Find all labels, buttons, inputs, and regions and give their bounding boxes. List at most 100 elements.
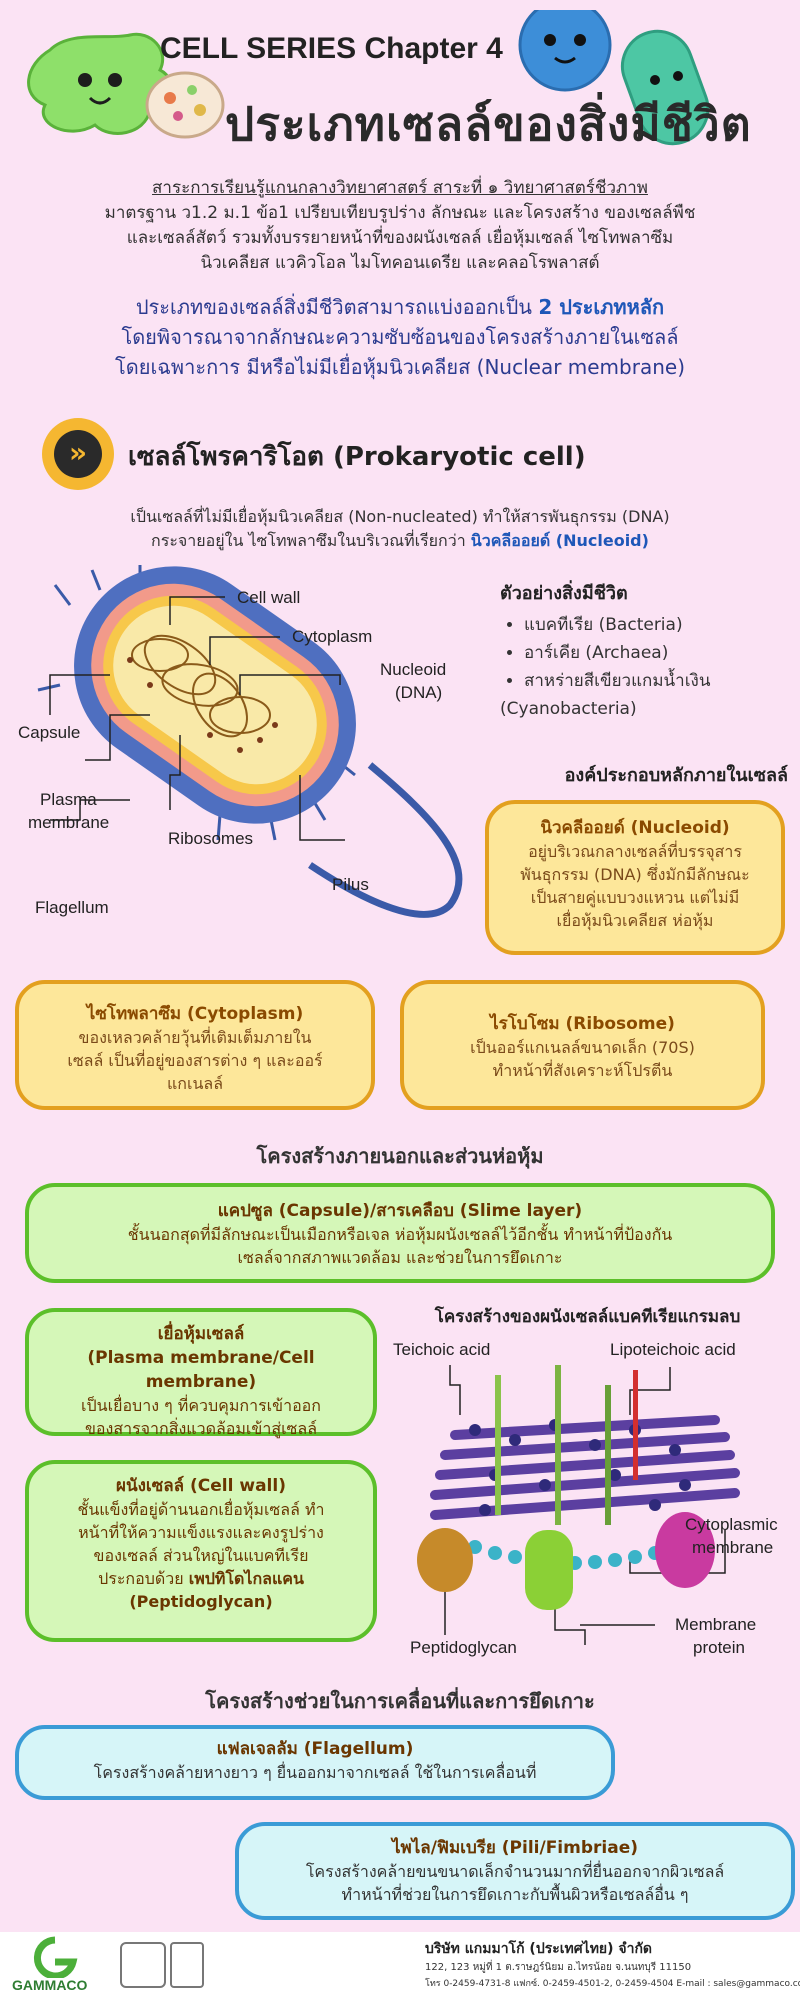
cell-wall-card: ผนังเซลล์ (Cell wall) ชั้นแข็งที่อยู่ด้า… <box>25 1460 377 1642</box>
gammaco-logo-icon <box>33 1936 78 1978</box>
examples-list: แบคทีเรีย (Bacteria) อาร์เคีย (Archaea) … <box>500 611 790 695</box>
plasma-membrane-card-subtitle: (Plasma membrane/Cell membrane) <box>87 1348 315 1392</box>
capsule-card-line: ชั้นนอกสุดที่มีลักษณะเป็นเมือกหรือเจล ห่… <box>127 1225 673 1244</box>
flagellum-card-title: แฟลเจลลัม (Flagellum) <box>216 1739 414 1759</box>
company-name: บริษัท แกมมาโก้ (ประเทศไทย) จำกัด <box>425 1941 653 1957</box>
ribosome-card-line: เป็นออร์แกเนลล์ขนาดเล็ก (70S) <box>470 1038 695 1057</box>
prokaryotic-cell-diagram: Cell wall Cytoplasm Nucleoid (DNA) Capsu… <box>18 565 463 918</box>
teal-bacterium-illustration <box>620 29 710 146</box>
membrane-protein-green <box>525 1530 573 1610</box>
prokaryote-title: เซลล์โพรคาริโอต (Prokaryotic cell) <box>128 442 586 472</box>
nucleoid-card-line: อยู่บริเวณกลางเซลล์ที่บรรจุสาร <box>528 842 742 861</box>
cytoplasm-card-line: ของเหลวคล้ายวุ้นที่เติมเต็มภายใน <box>78 1028 312 1047</box>
certification-badge-1 <box>120 1942 166 1988</box>
nucleoid-highlight: นิวคลีออยด์ (Nucleoid) <box>470 531 649 550</box>
prokaryote-desc-line-1: เป็นเซลล์ที่ไม่มีเยื่อหุ้มนิวเคลียส (Non… <box>130 507 670 526</box>
flagellum-label: Flagellum <box>35 898 109 917</box>
lead-line-1: ประเภทของเซลล์สิ่งมีชีวิตสามารถแบ่งออกเป… <box>135 295 532 319</box>
teichoic-acid-strand <box>555 1365 561 1525</box>
curriculum-intro: สาระการเรียนรู้แกนกลางวิทยาศาสตร์ สาระที… <box>40 176 760 276</box>
plasma-membrane-card-line: เป็นเยื่อบาง ๆ ที่ควบคุมการเข้าออก <box>81 1396 321 1415</box>
motion-structures-heading: โครงสร้างช่วยในการเคลื่อนที่และการยึดเกา… <box>205 1689 595 1713</box>
footer: GAMMACO บริษัท แกมมาโก้ (ประเทศไทย) จำกั… <box>0 1932 800 2000</box>
nucleoid-card: นิวคลีออยด์ (Nucleoid) อยู่บริเวณกลางเซล… <box>485 800 785 955</box>
cell-wall-label: Cell wall <box>237 588 300 607</box>
certification-badge-2 <box>170 1942 204 1988</box>
plasma-membrane-card-title: เยื่อหุ้มเซลล์ <box>157 1324 245 1344</box>
ribosome-card-title: ไรโบโซม (Ribosome) <box>490 1014 675 1034</box>
nucleoid-label: Nucleoid <box>380 660 446 679</box>
capsule-card-title: แคปซูล (Capsule)/สารเคลือบ (Slime layer) <box>217 1201 583 1221</box>
teichoic-acid-strand <box>605 1385 611 1525</box>
cell-wall-card-line: ประกอบด้วย <box>98 1569 184 1588</box>
peptidoglycan-english: (Peptidoglycan) <box>129 1592 273 1611</box>
membrane-label: membrane <box>28 813 109 832</box>
peptidoglycan-highlight: เพปทิโดไกลแคน <box>188 1569 304 1588</box>
example-item: อาร์เคีย (Archaea) <box>524 639 790 667</box>
components-title: องค์ประกอบหลักภายในเซลล์ <box>564 765 788 786</box>
pili-card-line: ทำหน้าที่ช่วยในการยึดเกาะกับพื้นผิวหรือเ… <box>341 1885 689 1904</box>
pilus-label: Pilus <box>332 875 369 894</box>
cytoplasmic-membrane-label: membrane <box>692 1538 773 1557</box>
capsule-card-line: เซลล์จากสภาพแวดล้อม และช่วยในการยึดเกาะ <box>237 1248 563 1267</box>
section-badge: » <box>42 418 114 490</box>
peptidoglycan-strands <box>430 1415 740 1520</box>
cytoplasm-card-title: ไซโทพลาซึม (Cytoplasm) <box>86 1004 304 1024</box>
membrane-protein-magenta <box>655 1512 715 1588</box>
petri-dish-illustration <box>145 71 225 139</box>
flagellum-shape <box>308 762 463 918</box>
ribosome-card: ไรโบโซม (Ribosome) เป็นออร์แกเนลล์ขนาดเล… <box>400 980 765 1110</box>
leader-lines <box>49 596 345 841</box>
gram-negative-wall-diagram: Teichoic acid Lipoteichoic acid Cytoplas… <box>393 1340 778 1657</box>
curriculum-line-3: และเซลล์สัตว์ รวมทั้งบรรยายหน้าที่ของผนั… <box>126 228 674 248</box>
example-item: แบคทีเรีย (Bacteria) <box>524 611 790 639</box>
flagellum-card-line: โครงสร้างคล้ายหางยาว ๆ ยื่นออกมาจากเซลล์… <box>93 1763 537 1782</box>
ribosome-dots <box>127 657 278 753</box>
blue-microbe-illustration <box>518 10 612 92</box>
cytoplasm-card-line: เซลล์ เป็นที่อยู่ของสารต่าง ๆ และออร์ <box>67 1051 323 1070</box>
series-label: CELL SERIES Chapter 4 <box>160 32 503 65</box>
curriculum-standard: มาตรฐาน ว1.2 ม.1 ข้อ1 เปรียบเทียบรูปร่าง… <box>104 203 696 223</box>
peptidoglycan-label: Peptidoglycan <box>410 1638 517 1657</box>
lead-line-3: โดยเฉพาะการ มีหรือไม่มีเยื่อหุ้มนิวเคลีย… <box>115 355 685 379</box>
cell-wall-card-line: ของเซลล์ ส่วนใหญ่ในแบคทีเรีย <box>93 1546 309 1565</box>
outer-structures-heading: โครงสร้างภายนอกและส่วนห่อหุ้ม <box>256 1144 544 1168</box>
examples-panel: ตัวอย่างสิ่งมีชีวิต แบคทีเรีย (Bacteria)… <box>500 578 790 723</box>
curriculum-strand: สาระการเรียนรู้แกนกลางวิทยาศาสตร์ สาระที… <box>152 178 648 198</box>
ribosomes-label: Ribosomes <box>168 829 253 848</box>
cytoplasm-label: Cytoplasm <box>292 627 372 646</box>
lead-line-2: โดยพิจารณาจากลักษณะความซับซ้อนของโครงสร้… <box>121 325 679 349</box>
nucleoid-card-line: เป็นสายคู่แบบวงแหวน แต่ไม่มี <box>530 888 740 907</box>
lipoteichoic-acid-label: Lipoteichoic acid <box>610 1340 736 1359</box>
gram-wall-title: โครงสร้างของผนังเซลล์แบคทีเรียแกรมลบ <box>434 1307 741 1327</box>
gammaco-logo-text: GAMMACO <box>12 1977 88 1993</box>
nucleoid-card-line: เยื่อหุ้มนิวเคลียส ห่อหุ้ม <box>556 911 714 930</box>
membrane-protein-label: Membrane <box>675 1615 756 1634</box>
cytoplasmic-label: Cytoplasmic <box>685 1515 778 1534</box>
cell-wall-card-title: ผนังเซลล์ (Cell wall) <box>116 1476 286 1496</box>
plasma-membrane-card: เยื่อหุ้มเซลล์ (Plasma membrane/Cell mem… <box>25 1308 377 1438</box>
cytoplasm-card: ไซโทพลาซึม (Cytoplasm) ของเหลวคล้ายวุ้นท… <box>15 980 375 1110</box>
lipoteichoic-acid-strand <box>633 1370 638 1480</box>
teichoic-acid-strand <box>495 1375 501 1515</box>
example-item: สาหร่ายสีเขียวแกมน้ำเงิน <box>524 667 790 695</box>
teichoic-acid-label: Teichoic acid <box>393 1340 490 1359</box>
cytoplasm-shape <box>113 605 317 785</box>
header-decoration <box>27 10 710 146</box>
lead-paragraph: ประเภทของเซลล์สิ่งมีชีวิตสามารถแบ่งออกเป… <box>30 292 770 382</box>
page-title: ประเภทเซลล์ของสิ่งมีชีวิต <box>225 97 752 151</box>
dna-label: (DNA) <box>395 683 442 702</box>
prokaryote-description: เป็นเซลล์ที่ไม่มีเยื่อหุ้มนิวเคลียส (Non… <box>40 505 760 553</box>
flagellum-card: แฟลเจลลัม (Flagellum) โครงสร้างคล้ายหางย… <box>15 1725 615 1800</box>
prokaryote-desc-line-2: กระจายอยู่ใน ไซโทพลาซึมในบริเวณที่เรียกว… <box>151 531 466 550</box>
company-contact: โทร 0-2459-4731-8 แฟกซ์. 0-2459-4501-2, … <box>425 1979 800 1989</box>
plasma-membrane-card-line: ของสารจากสิ่งแวดล้อมเข้าสู่เซลล์ <box>84 1419 318 1438</box>
pili-card-title: ไพไล/ฟิมเบรีย (Pili/Fimbriae) <box>391 1838 638 1858</box>
capsule-card: แคปซูล (Capsule)/สารเคลือบ (Slime layer)… <box>25 1183 775 1283</box>
capsule-label: Capsule <box>18 723 80 742</box>
company-address: 122, 123 หมู่ที่ 1 ต.ราษฎร์นิยม อ.ไทรน้อ… <box>425 1962 692 1973</box>
pili-card-line: โครงสร้างคล้ายขนขนาดเล็กจำนวนมากที่ยื่นอ… <box>305 1862 725 1881</box>
cell-wall-card-line: หน้าที่ให้ความแข็งแรงและคงรูปร่าง <box>78 1523 324 1542</box>
examples-title: ตัวอย่างสิ่งมีชีวิต <box>500 583 628 604</box>
ribosome-card-line: ทำหน้าที่สังเคราะห์โปรตีน <box>492 1061 673 1080</box>
